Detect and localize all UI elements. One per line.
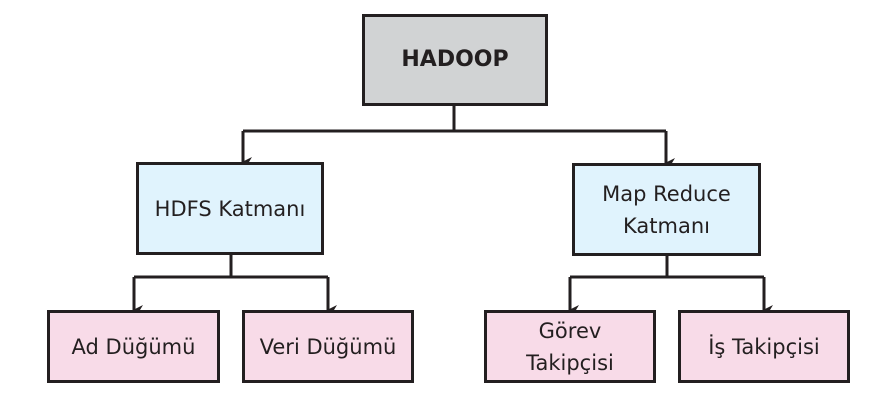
node-label: HDFS Katmanı — [154, 196, 306, 221]
node-label: HADOOP — [401, 47, 509, 72]
node-is-takipcisi: İş Takipçisi — [678, 310, 850, 383]
node-gorev-takipcisi: Görev Takipçisi — [484, 310, 656, 383]
node-label: Görev Takipçisi — [526, 318, 614, 375]
node-label: Veri Düğümü — [259, 334, 397, 359]
node-label: Ad Düğümü — [71, 334, 196, 359]
node-hadoop: HADOOP — [362, 14, 548, 106]
node-mapreduce-layer: Map Reduce Katmanı — [572, 163, 761, 256]
node-label: Map Reduce Katmanı — [602, 181, 731, 238]
node-hdfs-layer: HDFS Katmanı — [136, 162, 324, 255]
node-veri-dugumu: Veri Düğümü — [242, 310, 414, 383]
node-ad-dugumu: Ad Düğümü — [47, 310, 220, 383]
node-label: İş Takipçisi — [708, 334, 820, 359]
